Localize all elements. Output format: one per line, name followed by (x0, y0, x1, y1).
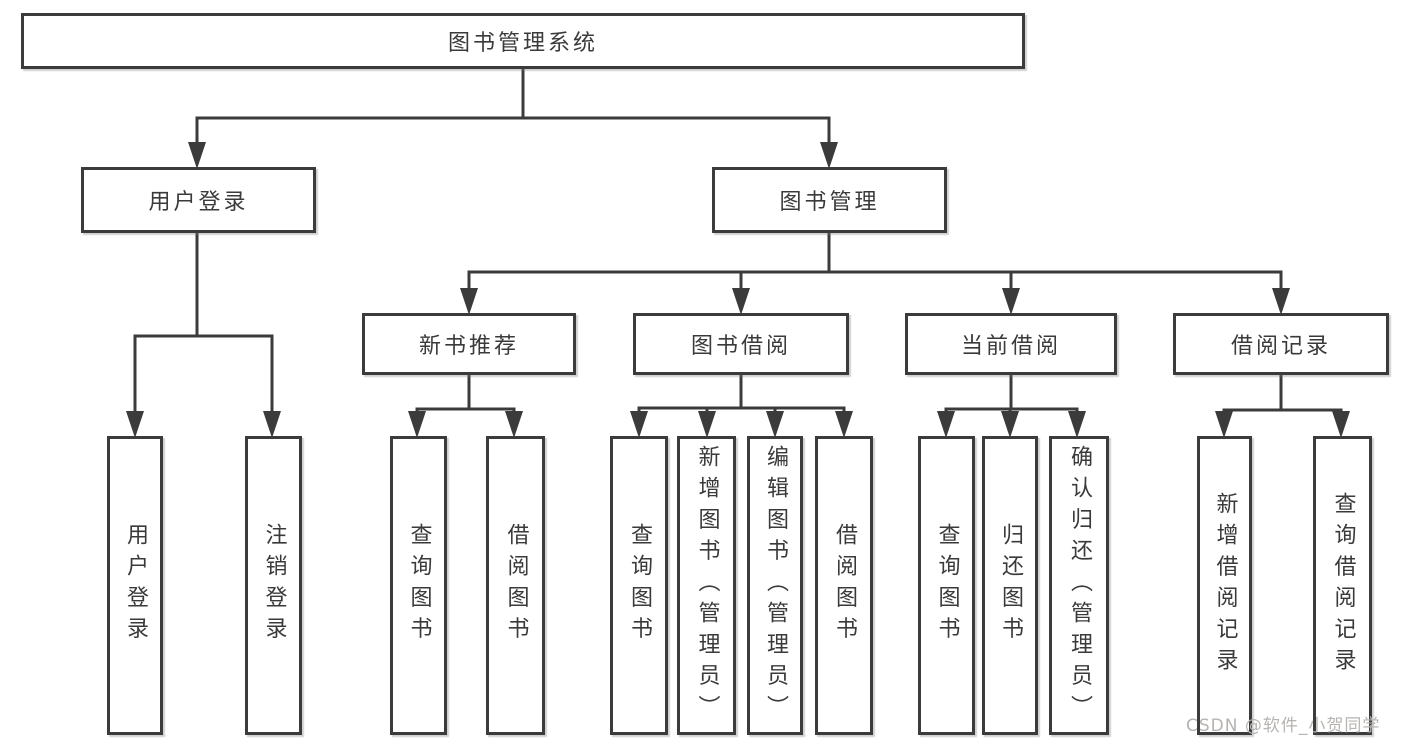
node-label: 新书推荐 (418, 334, 519, 359)
connector-book-management-group (467, 233, 1283, 296)
connector-root (195, 69, 831, 150)
leaf-confirm-return-admin: 确认归还（管理员） (1049, 436, 1109, 735)
leaf-label: 编辑图书（管理员） (763, 444, 788, 727)
node-borrow-records: 借阅记录 (1173, 313, 1389, 375)
leaf-label: 用户登录 (123, 523, 148, 648)
leaf-add-borrow-record: 新增借阅记录 (1197, 436, 1252, 735)
node-current-borrow: 当前借阅 (905, 313, 1117, 375)
node-root: 图书管理系统 (21, 13, 1025, 69)
leaf-label: 借阅图书 (503, 523, 529, 648)
leaf-return-book: 归还图书 (982, 436, 1038, 735)
node-label: 用户登录 (148, 190, 249, 215)
node-user-login: 用户登录 (81, 167, 316, 233)
leaf-label: 查询图书 (406, 523, 432, 648)
node-label: 当前借阅 (960, 334, 1061, 359)
csdn-watermark: CSDN @软件_小贺同学 (1186, 716, 1381, 736)
leaf-label: 确认归还（管理员） (1067, 444, 1092, 727)
leaf-label: 新增借阅记录 (1212, 491, 1238, 680)
leaf-label: 注销登录 (261, 523, 287, 648)
connector-book-borrow-group (637, 375, 846, 418)
leaf-query-borrow-record: 查询借阅记录 (1313, 436, 1372, 735)
leaf-label: 借阅图书 (832, 523, 857, 648)
arrowheads (126, 142, 1350, 438)
connector-new-book-group (415, 375, 516, 418)
connector-borrow-records-group (1222, 375, 1343, 418)
node-root-label: 图书管理系统 (447, 31, 598, 56)
leaf-query-books-recommend: 查询图书 (390, 436, 447, 735)
leaf-borrow-books: 借阅图书 (815, 436, 873, 735)
node-book-management: 图书管理 (712, 167, 947, 233)
node-new-book-recommend: 新书推荐 (362, 313, 576, 375)
node-book-borrow: 图书借阅 (633, 313, 849, 375)
leaf-query-books-borrow: 查询图书 (610, 436, 668, 735)
leaf-user-login: 用户登录 (107, 436, 163, 735)
node-label: 借阅记录 (1230, 334, 1331, 359)
connector-user-login-group (133, 233, 274, 418)
leaf-logout: 注销登录 (245, 436, 302, 735)
leaf-label: 查询借阅记录 (1330, 491, 1356, 680)
leaf-label: 新增图书（管理员） (694, 444, 720, 727)
node-label: 图书借阅 (690, 334, 791, 359)
leaf-label: 查询图书 (934, 523, 960, 648)
leaf-borrow-books-recommend: 借阅图书 (486, 436, 545, 735)
node-label: 图书管理 (779, 190, 880, 215)
leaf-label: 归还图书 (998, 523, 1023, 648)
leaf-edit-book-admin: 编辑图书（管理员） (747, 436, 803, 735)
leaf-label: 查询图书 (627, 523, 652, 648)
leaf-query-books-current: 查询图书 (918, 436, 975, 735)
leaf-add-book-admin: 新增图书（管理员） (677, 436, 736, 735)
